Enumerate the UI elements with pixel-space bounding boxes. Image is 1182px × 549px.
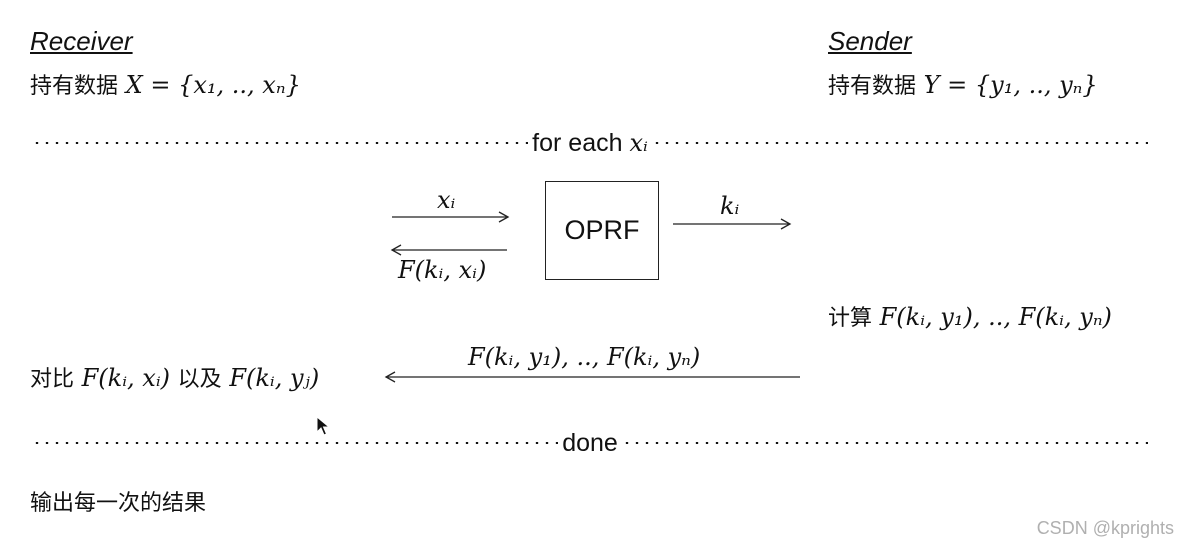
oprf-key-label: kᵢ	[720, 192, 740, 220]
loop-start-text: for each	[532, 128, 623, 157]
key-arrowhead	[780, 218, 792, 230]
loop-start-label: for each xᵢ	[528, 129, 652, 158]
receiver-title: Receiver	[30, 26, 133, 56]
input-arrowhead	[498, 211, 510, 223]
compare-label-1: 对比	[30, 367, 75, 392]
receiver-holds-label: 持有数据	[30, 74, 119, 99]
sender-holds-label: 持有数据	[828, 74, 917, 99]
dotted-line-left	[32, 142, 529, 144]
compare-label-2: 以及	[177, 367, 222, 392]
loop-end-label: done	[562, 428, 618, 457]
dotted-line-right	[651, 142, 1149, 144]
compare-math-2: F(kᵢ, yⱼ)	[229, 364, 320, 392]
dotted-line-left	[32, 442, 559, 444]
sender-compute-label: 计算	[828, 306, 873, 331]
output-arrowhead	[390, 244, 402, 256]
receiver-compare: 对比 F(kᵢ, xᵢ) 以及 F(kᵢ, yⱼ)	[30, 363, 319, 395]
watermark: CSDN @kprights	[1036, 518, 1174, 538]
send-back-arrowhead	[384, 371, 396, 383]
receiver-set: X = {x₁, .., xₙ}	[125, 71, 301, 99]
sender-data: 持有数据 Y = {y₁, .., yₙ}	[828, 70, 1098, 102]
send-back-label: F(kᵢ, y₁), .., F(kᵢ, yₙ)	[468, 343, 701, 371]
sender-compute-math: F(kᵢ, y₁), .., F(kᵢ, yₙ)	[879, 303, 1112, 331]
mouse-cursor-icon	[316, 416, 331, 436]
oprf-box: OPRF	[545, 181, 659, 280]
sender-set: Y = {y₁, .., yₙ}	[923, 71, 1098, 99]
loop-start-divider: for each xᵢ	[32, 128, 1149, 158]
sender-compute: 计算 F(kᵢ, y₁), .., F(kᵢ, yₙ)	[828, 302, 1112, 334]
oprf-box-label: OPRF	[564, 215, 640, 245]
oprf-input-label: xᵢ	[437, 186, 456, 214]
receiver-data: 持有数据 X = {x₁, .., xₙ}	[30, 70, 301, 102]
sender-title: Sender	[828, 26, 912, 56]
output-result: 输出每一次的结果	[30, 491, 207, 516]
loop-start-var: xᵢ	[629, 128, 648, 157]
compare-math-1: F(kᵢ, xᵢ)	[81, 364, 171, 392]
loop-end-divider: done	[32, 428, 1148, 458]
oprf-output-label: F(kᵢ, xᵢ)	[398, 256, 487, 284]
dotted-line-right	[621, 442, 1148, 444]
